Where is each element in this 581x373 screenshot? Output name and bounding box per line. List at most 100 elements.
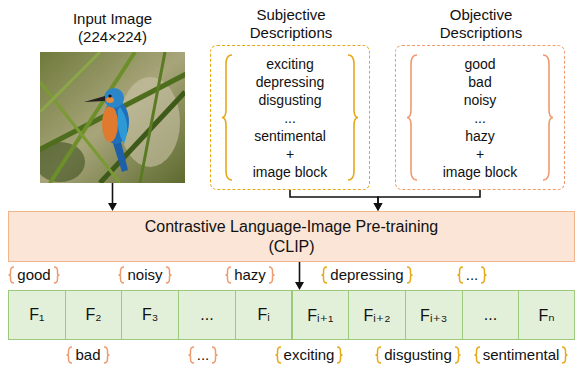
- brace-path: [119, 267, 125, 283]
- connector-line: [112, 183, 114, 205]
- word-list: excitingdepressingdisgusting...sentiment…: [211, 55, 369, 181]
- brace-path: [9, 267, 15, 283]
- description-word: +: [396, 145, 564, 163]
- attribute-word: hazy: [232, 265, 268, 285]
- description-word: sentimental: [211, 127, 369, 145]
- braced-tag: ...: [188, 345, 219, 365]
- description-word: +: [211, 145, 369, 163]
- input-image: Input Image (224×224): [40, 52, 185, 183]
- image-heading: Input Image (224×224): [60, 10, 165, 46]
- brace-path: [543, 55, 553, 180]
- curly-brace: [336, 346, 343, 364]
- brace-path: [212, 347, 218, 363]
- arrow-head: [374, 203, 383, 211]
- reed-stem: [50, 52, 135, 183]
- brace-path: [474, 347, 480, 363]
- curly-brace: [275, 346, 282, 364]
- box-heading: Objective Descriptions: [416, 6, 546, 42]
- box-heading: Subjective Descriptions: [226, 6, 356, 42]
- feature-cell: ...: [178, 290, 236, 340]
- description-box: Subjective Descriptionsexcitingdepressin…: [210, 45, 370, 190]
- brace-path: [337, 347, 343, 363]
- attribute-word: disgusting: [382, 345, 454, 365]
- curly-brace: [66, 346, 73, 364]
- attribute-word: good: [15, 265, 52, 285]
- brace-path: [407, 267, 413, 283]
- braced-tag: ...: [457, 265, 488, 285]
- feature-cell: F₁: [8, 290, 66, 340]
- curly-brace: [225, 266, 232, 284]
- feature-cell: ...: [462, 290, 520, 340]
- reed-stem: [140, 52, 165, 183]
- brace-path: [376, 347, 382, 363]
- feature-cell: F₃: [121, 290, 179, 340]
- feature-cell: Fᵢ₊₁: [292, 290, 350, 340]
- braced-tag: exciting: [275, 345, 344, 365]
- connector-line: [378, 190, 480, 205]
- attribute-word: bad: [73, 345, 102, 365]
- kingfisher-photo: [40, 52, 185, 183]
- curly-brace: [321, 266, 328, 284]
- brace-path: [104, 347, 110, 363]
- feature-cell: Fᵢ₊₂: [348, 290, 406, 340]
- bird-beak: [84, 96, 105, 102]
- curly-brace: [474, 346, 481, 364]
- connector: [290, 190, 383, 211]
- photo-ground: [40, 52, 185, 183]
- brace-path: [166, 267, 172, 283]
- reed-stem: [40, 52, 100, 112]
- curly-brace: [268, 266, 275, 284]
- curly-brace: [480, 266, 487, 284]
- bird-head: [104, 88, 124, 108]
- feature-name: F₃: [142, 306, 158, 324]
- arrow-head: [108, 203, 117, 211]
- curly-brace: [103, 346, 110, 364]
- bird-wing: [118, 107, 128, 144]
- connector: [374, 190, 481, 211]
- description-word: exciting: [211, 55, 369, 73]
- brace-path: [54, 267, 60, 283]
- curly-brace: [165, 266, 172, 284]
- attribute-word: ...: [195, 345, 212, 365]
- curly-brace: [406, 54, 418, 181]
- bird-eye: [108, 94, 111, 97]
- brace-path: [455, 347, 461, 363]
- curly-brace: [406, 266, 413, 284]
- brace-path: [562, 347, 568, 363]
- feature-cell: Fᵢ₊₃: [405, 290, 463, 340]
- feature-name: ...: [200, 306, 213, 324]
- curly-brace: [118, 266, 125, 284]
- description-word: noisy: [396, 91, 564, 109]
- bird-breast: [102, 106, 118, 142]
- braced-tag: depressing: [321, 265, 412, 285]
- curly-brace: [188, 346, 195, 364]
- curly-brace: [211, 346, 218, 364]
- model-name: Contrastive Language-Image Pre-training …: [127, 217, 457, 257]
- connector-line: [290, 190, 378, 205]
- brace-path: [407, 55, 417, 180]
- curly-brace: [53, 266, 60, 284]
- curly-brace: [221, 54, 233, 181]
- braced-tag: sentimental: [474, 345, 569, 365]
- feature-name: Fᵢ: [257, 306, 269, 324]
- attribute-word: depressing: [328, 265, 405, 285]
- connector: [295, 262, 304, 290]
- feature-name: Fₙ: [539, 306, 555, 325]
- description-word: depressing: [211, 73, 369, 91]
- brace-path: [226, 267, 232, 283]
- feature-name: F₁: [29, 306, 44, 324]
- brace-path: [222, 55, 232, 180]
- braced-tag: hazy: [225, 265, 275, 285]
- feature-name: F₂: [86, 306, 102, 324]
- attribute-word: sentimental: [481, 345, 562, 365]
- brace-path: [188, 347, 194, 363]
- brace-path: [275, 347, 281, 363]
- feature-name: Fᵢ₊₂: [364, 306, 391, 325]
- model-box: Contrastive Language-Image Pre-training …: [8, 211, 575, 262]
- arrow-head: [295, 282, 304, 290]
- word-list: goodbadnoisy...hazy+image block: [396, 55, 564, 181]
- description-word: ...: [211, 109, 369, 127]
- feature-cell: F₂: [65, 290, 123, 340]
- braced-tag: bad: [66, 345, 109, 365]
